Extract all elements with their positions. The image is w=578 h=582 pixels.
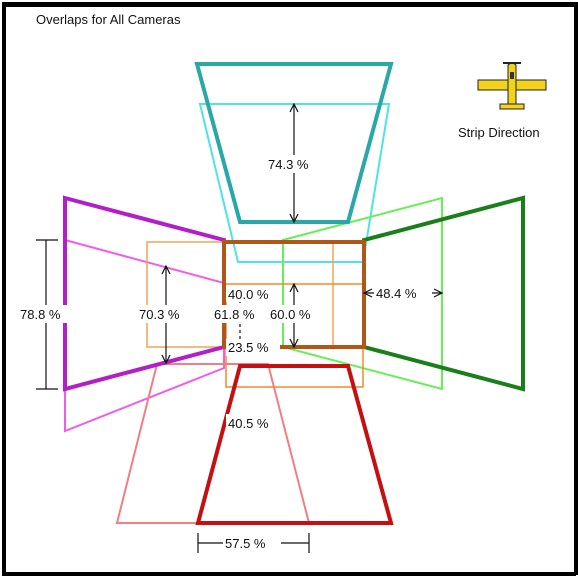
label-center-top-overlap: 40.0 % xyxy=(228,287,269,302)
label-left-outer-overlap: 78.8 % xyxy=(20,307,61,322)
label-center-bottom-overlap: 23.5 % xyxy=(228,340,269,355)
label-right-side-overlap: 48.4 % xyxy=(376,286,417,301)
label-bottom-upper-overlap: 40.5 % xyxy=(228,416,269,431)
top-border xyxy=(2,2,576,7)
bottom-camera-dark-footprint xyxy=(195,364,394,525)
strip-direction-label: Strip Direction xyxy=(458,125,540,140)
label-center-left-overlap: 61.8 % xyxy=(214,307,255,322)
label-left-inner-overlap: 70.3 % xyxy=(139,307,180,322)
left-border xyxy=(2,2,6,575)
label-bottom-width-overlap: 57.5 % xyxy=(225,536,266,551)
airplane-icon xyxy=(477,62,547,110)
bottom-border xyxy=(2,572,576,576)
overlap-labels: 74.3 % 78.8 % 70.3 % 40.0 % 61.8 % 60.0 … xyxy=(16,155,432,552)
label-top-forward-overlap: 74.3 % xyxy=(268,157,309,172)
right-border xyxy=(574,2,578,575)
top-camera-dark-footprint xyxy=(194,62,394,224)
label-center-right-overlap: 60.0 % xyxy=(270,307,311,322)
diagram-title: Overlaps for All Cameras xyxy=(36,12,181,27)
